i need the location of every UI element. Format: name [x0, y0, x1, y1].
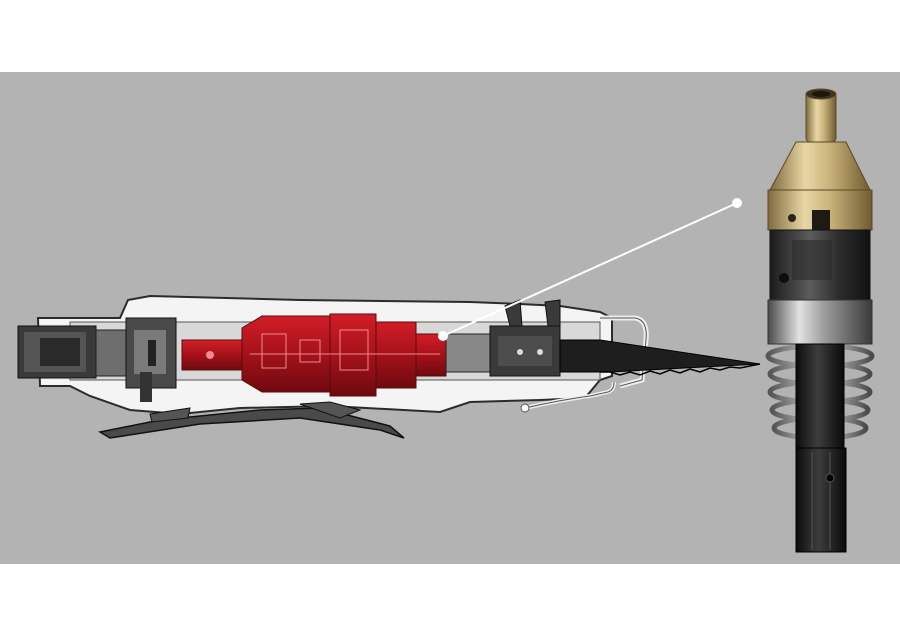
red-piston-assembly [181, 313, 447, 397]
callout-pointer [438, 198, 742, 341]
saw-blade [559, 339, 761, 376]
trigger-lever [97, 401, 405, 439]
detail-piston-component [765, 88, 875, 553]
air-inlet-assembly [17, 317, 177, 402]
